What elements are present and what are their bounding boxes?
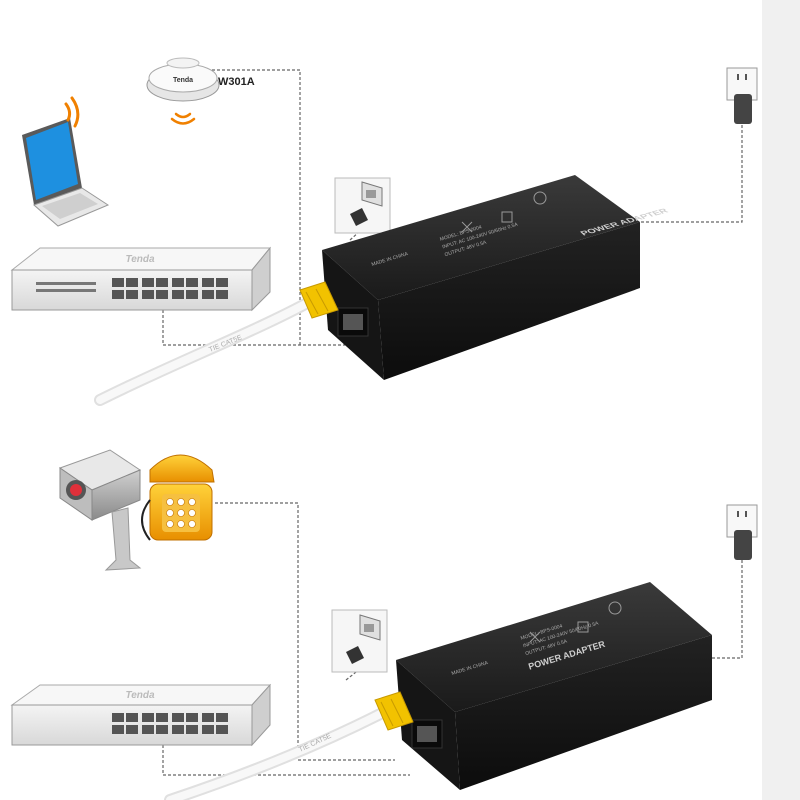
wall-outlet-icon-bottom — [726, 504, 758, 560]
poe-adapter-bottom: POWER ADAPTER MODEL: BPS-0004 INPUT: AC … — [374, 582, 712, 790]
rj45-connector-top — [299, 281, 339, 319]
switch-to-adapter-line — [162, 300, 345, 346]
wall-outlet-icon — [726, 67, 758, 124]
top-scene: Tenda W301A Tenda — [10, 57, 758, 406]
ap-logo-text: Tenda — [173, 77, 193, 84]
switch-brand-top: Tenda — [125, 254, 155, 265]
switch-ports-top — [112, 278, 228, 299]
rj45-connector-bottom — [374, 691, 414, 731]
wall-jack-icon-bottom — [331, 609, 388, 673]
right-margin-strip — [762, 0, 800, 800]
laptop-icon — [22, 118, 110, 227]
telephone-icon — [141, 454, 215, 541]
network-switch-bottom: Tenda — [10, 683, 272, 747]
ap-model-label: W301A — [218, 76, 255, 88]
bottom-scene: Tenda TIE CAT5E — [10, 449, 758, 800]
wifi-icon — [64, 96, 80, 128]
network-switch-top: Tenda — [10, 246, 272, 312]
ap-wifi-icon — [170, 112, 196, 125]
ip-camera-icon — [58, 449, 142, 571]
poe-adapter-top: POWER ADAPTER MODEL: BPS-0004 INPUT: AC … — [299, 175, 670, 380]
access-point-icon: Tenda — [146, 57, 220, 102]
adapter-to-outlet-line — [636, 120, 743, 223]
ap-to-adapter-line — [212, 69, 301, 345]
wall-jack-icon — [334, 177, 391, 234]
adapter-cert-marks-top — [461, 191, 547, 233]
switch-brand-bottom: Tenda — [125, 690, 155, 701]
